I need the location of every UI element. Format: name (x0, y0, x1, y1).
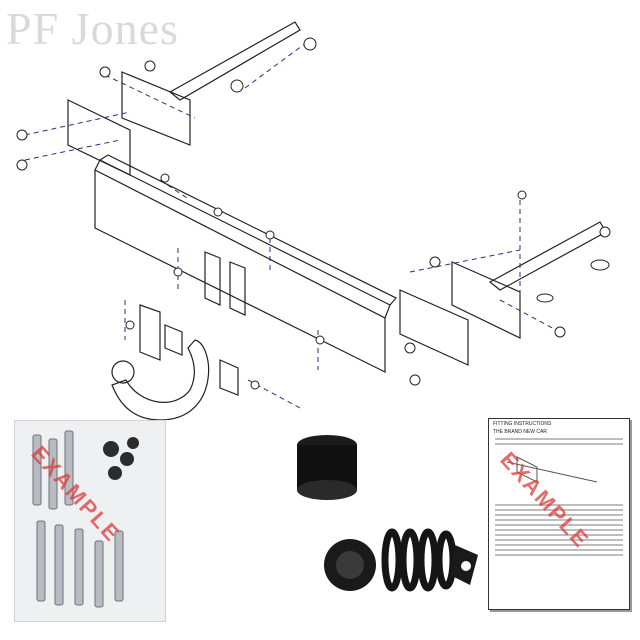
washer (429, 256, 441, 268)
electric-kit-photo (324, 528, 478, 592)
washer (554, 326, 566, 338)
small-block (164, 324, 183, 356)
right-mid-plate (399, 289, 469, 366)
towbar-exploded-diagram (16, 21, 611, 420)
right-bracket (451, 261, 521, 339)
washer (599, 226, 611, 238)
sheet-heading: FITTING INSTRUCTIONS (493, 421, 552, 427)
washer (536, 293, 554, 303)
drop-plate-left (204, 251, 221, 306)
washer (250, 380, 260, 390)
washer (173, 267, 183, 277)
bolts-illustration (32, 430, 139, 608)
washer (315, 335, 325, 345)
washer (409, 374, 421, 386)
washer (590, 259, 610, 271)
right-arm (488, 221, 607, 291)
washer (404, 342, 416, 354)
washer (213, 207, 223, 217)
washer (160, 173, 170, 183)
brand-logo: PF Jones (6, 3, 179, 54)
washer (144, 60, 156, 72)
instruction-sheet: FITTING INSTRUCTIONS THE BRAND NEW CAR E… (488, 418, 630, 610)
tow-ball (111, 360, 135, 384)
socket-bracket (139, 304, 161, 361)
washer (265, 230, 275, 240)
left-arm (168, 21, 301, 101)
washer (99, 66, 111, 78)
washer (230, 79, 244, 93)
left-bracket (67, 99, 131, 176)
sheet-mini-diagram (506, 456, 598, 483)
cross-beam (94, 159, 391, 319)
washer (125, 320, 135, 330)
washer (303, 37, 317, 51)
fixings-kit-photo: EXAMPLE (14, 420, 166, 622)
washer (16, 129, 28, 141)
swan-neck (111, 339, 210, 420)
small-block-2 (219, 359, 239, 396)
sheet-subheading: THE BRAND NEW CAR (493, 429, 547, 435)
drop-plate-right (229, 261, 246, 316)
washer (517, 190, 527, 200)
washer (16, 159, 28, 171)
left-upper-plate (121, 71, 191, 146)
